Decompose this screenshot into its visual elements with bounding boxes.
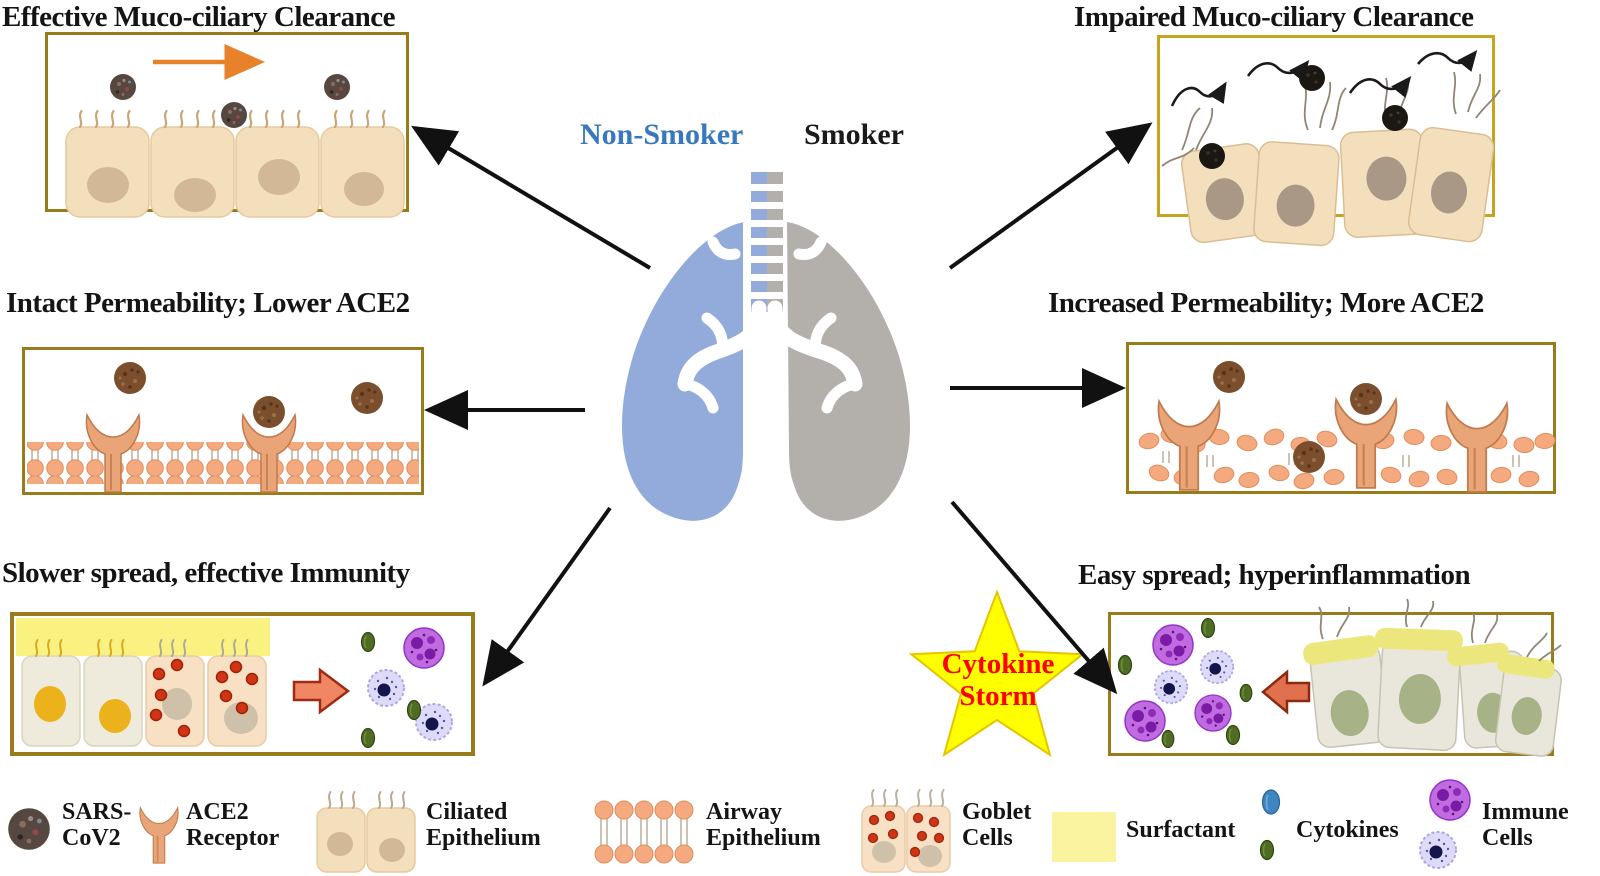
sars-cov2-virus-icon	[253, 396, 285, 428]
title-increased-permeability: Increased Permeability; More ACE2	[1048, 287, 1484, 319]
sars-cov2-virus-icon	[1213, 361, 1245, 393]
cytokine-icon	[1161, 729, 1175, 749]
panel-easy-spread	[1108, 598, 1562, 757]
sars-cov2-virus-icon	[1199, 143, 1225, 169]
viral-granules	[149, 658, 259, 738]
airway-epithelium-icon	[594, 800, 694, 864]
response-arrow	[292, 667, 351, 715]
smoker-label: Smoker	[804, 118, 904, 151]
panel-increased-permeability	[1126, 342, 1556, 494]
immune-cell-lavender-icon	[1199, 649, 1235, 685]
messy-cilia	[1318, 598, 1562, 662]
cytokines-icon	[1259, 789, 1281, 861]
sars-cov2-virus-icon	[351, 382, 383, 414]
sars-cov2-virus-icon	[8, 808, 50, 850]
sars-cov2-virus-icon	[110, 74, 136, 100]
cytokine-storm-label: Cytokine Storm	[941, 648, 1055, 713]
disordered-membrane	[1138, 426, 1556, 490]
ciliated-epithelium-icon	[316, 791, 416, 873]
panel-intact-permeability	[22, 347, 424, 495]
legend-surfactant: Surfactant	[1126, 817, 1236, 843]
panel-effective-clearance	[45, 32, 409, 218]
cytokine-icon	[406, 699, 422, 721]
turbulence-arrows	[1170, 49, 1478, 107]
panel-impaired-clearance	[1157, 35, 1501, 247]
title-slower-spread: Slower spread, effective Immunity	[2, 557, 410, 589]
sars-cov2-virus-icon	[221, 102, 247, 128]
cytokine-icon	[1117, 654, 1133, 676]
legend-cytokines: Cytokines	[1296, 817, 1399, 843]
legend-airway-epithelium: Airway Epithelium	[706, 799, 821, 851]
legend-ciliated-epithelium: Ciliated Epithelium	[426, 799, 541, 851]
surfactant-icon	[1052, 812, 1116, 862]
immune-cell-lavender-icon	[1153, 669, 1189, 705]
legend-goblet-cells: Goblet Cells	[962, 799, 1032, 851]
goblet-cells-icon	[861, 789, 951, 873]
title-easy-spread: Easy spread; hyperinflammation	[1078, 559, 1471, 591]
title-intact-permeability: Intact Permeability; Lower ACE2	[6, 287, 410, 319]
immune-cells-icon	[1419, 779, 1471, 869]
lungs-icon	[622, 172, 910, 543]
inflammation-arrow	[1261, 669, 1311, 715]
sars-cov2-virus-icon	[114, 362, 146, 394]
surfactant-layer	[16, 618, 270, 656]
lipid-bilayer-membrane	[27, 442, 419, 484]
immune-cell-purple-icon	[403, 627, 445, 669]
cytokine-icon	[360, 631, 376, 653]
cytokine-icon	[1239, 683, 1253, 703]
cell-row	[65, 126, 405, 218]
sars-cov2-virus-icon	[1293, 441, 1325, 473]
non-smoker-label: Non-Smoker	[580, 118, 744, 151]
sars-cov2-virus-icon	[324, 74, 350, 100]
panel-slower-spread	[10, 612, 475, 756]
immune-cell-purple-icon	[1152, 624, 1194, 666]
legend-immune-cells: Immune Cells	[1482, 799, 1569, 851]
cytokine-icon	[1225, 724, 1241, 746]
immune-cell-purple-icon	[1194, 694, 1232, 732]
title-effective-clearance: Effective Muco-ciliary Clearance	[2, 1, 396, 33]
membrane-tails	[1162, 451, 1520, 467]
sars-cov2-virus-icon	[1350, 383, 1382, 415]
cytokine-icon	[360, 727, 376, 749]
legend-ace2-receptor: ACE2 Receptor	[186, 799, 280, 851]
immune-cell-purple-icon	[1124, 700, 1166, 742]
title-impaired-clearance: Impaired Muco-ciliary Clearance	[1074, 1, 1474, 33]
legend-sars-cov2: SARS- CoV2	[62, 799, 132, 851]
inflamed-cells	[1309, 638, 1562, 757]
immune-cell-lavender-icon	[415, 703, 453, 741]
immune-cell-lavender-icon	[367, 669, 405, 707]
cytokine-icon	[1200, 617, 1216, 639]
sars-cov2-virus-icon	[1299, 65, 1325, 91]
sars-cov2-virus-icon	[1382, 105, 1408, 131]
ace2-receptor-icon	[139, 806, 179, 864]
disordered-cells	[1180, 126, 1495, 247]
